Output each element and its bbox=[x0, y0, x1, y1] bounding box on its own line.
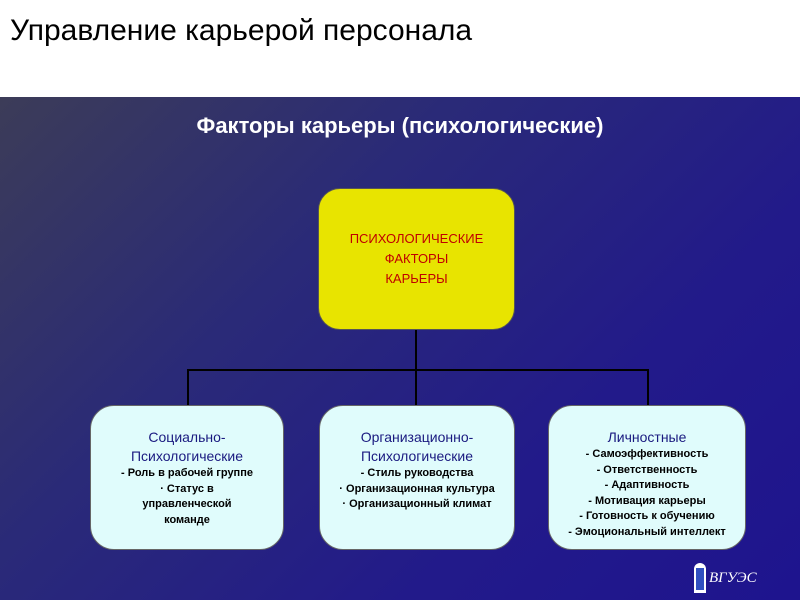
node-item: управленческой bbox=[142, 498, 232, 510]
node-item: - Мотивация карьеры bbox=[588, 494, 706, 507]
connector bbox=[415, 330, 417, 371]
node-heading: Организационно- bbox=[360, 429, 474, 445]
node-social: Социально- Психологические - Роль в рабо… bbox=[90, 405, 284, 550]
connector bbox=[187, 369, 649, 371]
node-item: - Готовность к обучению bbox=[579, 510, 715, 522]
node-item: - Самоэффективность bbox=[585, 448, 709, 460]
node-item: - Роль в рабочей группе bbox=[121, 467, 253, 479]
root-line: ПСИХОЛОГИЧЕСКИЕ bbox=[349, 231, 484, 246]
node-heading: Психологические bbox=[130, 448, 244, 464]
node-heading: Психологические bbox=[360, 448, 474, 464]
slide-title: Управление карьерой персонала bbox=[10, 14, 473, 47]
root-node: ПСИХОЛОГИЧЕСКИЕ ФАКТОРЫ КАРЬЕРЫ bbox=[318, 188, 515, 330]
university-logo: ВГУЭС bbox=[694, 563, 757, 593]
node-heading: Социально- bbox=[148, 429, 226, 445]
node-heading: Личностные bbox=[607, 429, 687, 445]
node-item: - Эмоциональный интеллект bbox=[568, 525, 726, 538]
node-personal: Личностные - Самоэффективность - Ответст… bbox=[548, 405, 746, 550]
connector bbox=[647, 369, 649, 406]
node-item: команде bbox=[164, 513, 210, 526]
node-item: · Организационная культура bbox=[339, 482, 495, 495]
node-item: - Ответственность bbox=[596, 463, 698, 476]
slide-subtitle: Факторы карьеры (психологические) bbox=[196, 113, 604, 138]
node-item: · Организационный климат bbox=[342, 498, 492, 510]
connector bbox=[415, 369, 417, 406]
node-organizational: Организационно- Психологические - Стиль … bbox=[319, 405, 515, 550]
logo-text: ВГУЭС bbox=[709, 569, 757, 586]
root-line: ФАКТОРЫ bbox=[384, 251, 449, 266]
node-item: - Адаптивность bbox=[604, 479, 690, 491]
root-line: КАРЬЕРЫ bbox=[385, 271, 448, 286]
logo-emblem-icon bbox=[694, 563, 706, 593]
connector bbox=[187, 369, 189, 406]
node-item: - Стиль руководства bbox=[360, 467, 474, 479]
node-item: · Статус в bbox=[160, 482, 214, 495]
